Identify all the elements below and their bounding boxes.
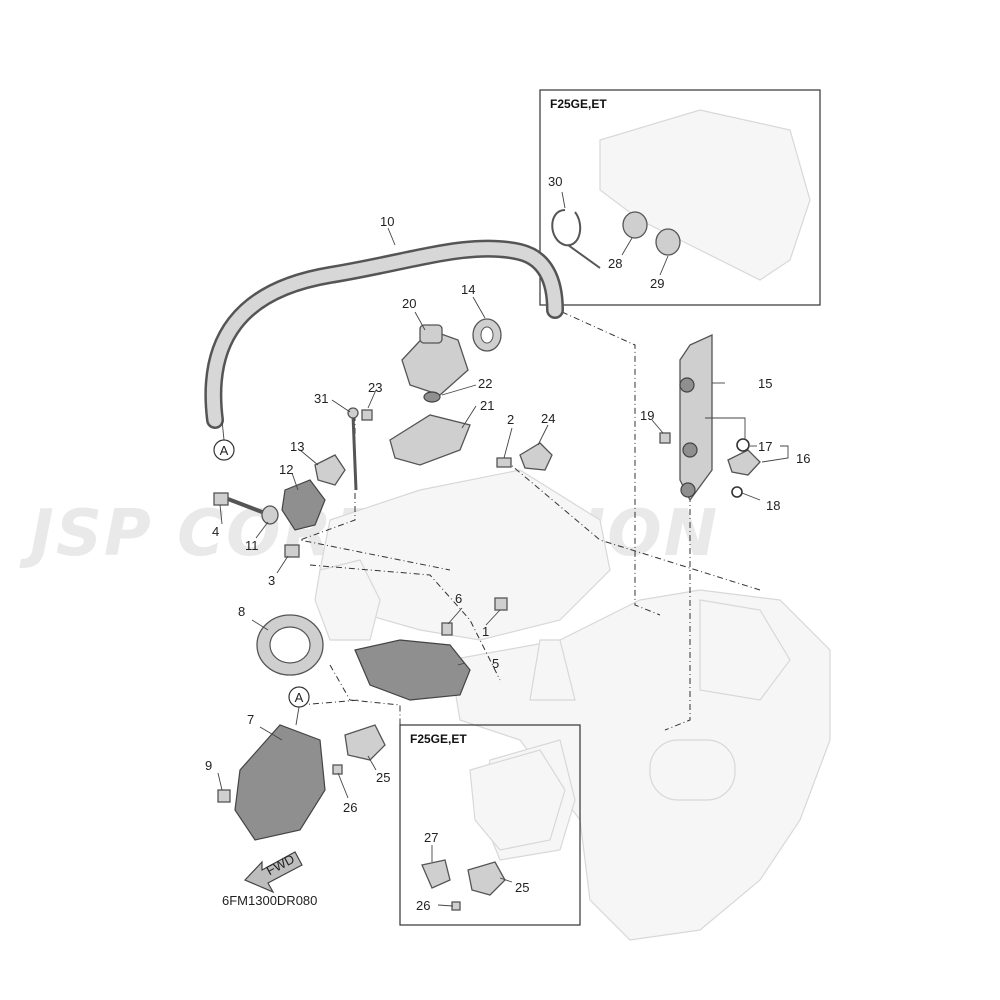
fuel-hose-10 bbox=[204, 239, 564, 429]
screw-26-inset bbox=[451, 901, 461, 911]
part-number-8: 8 bbox=[238, 604, 245, 619]
seal-18 bbox=[731, 486, 743, 498]
bracket-21 bbox=[389, 414, 471, 466]
reference-circle-icon: A bbox=[213, 419, 235, 461]
part-number-2: 2 bbox=[507, 412, 514, 427]
bolt-9 bbox=[217, 789, 231, 803]
reference-lines bbox=[298, 311, 761, 735]
part-number-17: 17 bbox=[758, 439, 772, 454]
part-number-11: 11 bbox=[245, 538, 259, 553]
part-number-27: 27 bbox=[424, 830, 438, 845]
part-number-7: 7 bbox=[247, 712, 254, 727]
part-number-31: 31 bbox=[314, 391, 328, 406]
diagram-code: 6FM1300DR080 bbox=[222, 893, 317, 908]
part-number-25: 25 bbox=[376, 770, 390, 785]
part-number-18: 18 bbox=[766, 498, 780, 513]
fuel-rail-15 bbox=[679, 333, 713, 502]
clip-27 bbox=[421, 859, 451, 889]
part-number-19: 19 bbox=[640, 408, 654, 423]
part-number-30: 30 bbox=[548, 174, 562, 189]
part-number-20: 20 bbox=[402, 296, 416, 311]
bracket-12 bbox=[281, 479, 326, 531]
clip-24 bbox=[519, 442, 553, 471]
injector-16 bbox=[727, 449, 761, 476]
clip-13 bbox=[314, 454, 346, 486]
bracket-7 bbox=[234, 724, 326, 841]
part-number-15: 15 bbox=[758, 376, 772, 391]
part-number-1: 1 bbox=[482, 624, 489, 639]
engine-block-ghost bbox=[314, 109, 831, 941]
part-number-12: 12 bbox=[279, 462, 293, 477]
clip-25 bbox=[344, 724, 386, 761]
band-30 bbox=[551, 209, 582, 247]
part-number-14: 14 bbox=[461, 282, 475, 297]
part-number-6: 6 bbox=[455, 591, 462, 606]
part-number-5: 5 bbox=[492, 656, 499, 671]
part-number-10: 10 bbox=[380, 214, 394, 229]
part-number-29: 29 bbox=[650, 276, 664, 291]
part-number-26: 26 bbox=[343, 800, 357, 815]
bolt-3 bbox=[284, 544, 300, 558]
part-number-3: 3 bbox=[268, 573, 275, 588]
fwd-arrow-icon bbox=[243, 851, 303, 894]
part-number-9: 9 bbox=[205, 758, 212, 773]
top-inset-frame bbox=[539, 89, 821, 306]
bracket-5 bbox=[354, 639, 471, 701]
grommet-22 bbox=[423, 391, 441, 403]
bolt-6 bbox=[441, 622, 453, 636]
part-number-24: 24 bbox=[541, 411, 555, 426]
bottom-inset-frame bbox=[399, 724, 581, 926]
ref-mark-hose: A bbox=[220, 443, 229, 458]
part-number-21: 21 bbox=[480, 398, 494, 413]
clip-25-inset bbox=[467, 861, 506, 896]
bolt-4 bbox=[213, 492, 263, 514]
part-number-4: 4 bbox=[212, 524, 219, 539]
collar-11 bbox=[261, 505, 279, 525]
part-number-22: 22 bbox=[478, 376, 492, 391]
part-number-13: 13 bbox=[290, 439, 304, 454]
clamp-29 bbox=[655, 228, 681, 256]
reference-circle-icon: A bbox=[288, 686, 310, 726]
bolt-31 bbox=[351, 414, 358, 491]
clamp-28 bbox=[622, 211, 648, 239]
o-ring-17 bbox=[736, 438, 750, 452]
part-number-26-inset: 26 bbox=[416, 898, 430, 913]
bolt-19 bbox=[659, 432, 671, 444]
part-number-28: 28 bbox=[608, 256, 622, 271]
bolt-2 bbox=[496, 457, 512, 468]
part-20-bracket bbox=[401, 324, 469, 396]
part-number-25-inset: 25 bbox=[515, 880, 529, 895]
screw-26 bbox=[332, 764, 343, 775]
part-number-23: 23 bbox=[368, 380, 382, 395]
bottom-inset-title: F25GE,ET bbox=[410, 732, 467, 746]
part-number-16: 16 bbox=[796, 451, 810, 466]
seal-8 bbox=[256, 614, 324, 676]
ref-mark-bracket: A bbox=[295, 690, 304, 705]
bolt-23 bbox=[361, 409, 373, 421]
leader-lines bbox=[217, 191, 789, 907]
bolt-1 bbox=[494, 597, 508, 611]
top-inset-title: F25GE,ET bbox=[550, 97, 607, 111]
part-number-labels: 10 20 14 22 21 23 31 15 17 16 18 19 2 24… bbox=[205, 174, 810, 913]
